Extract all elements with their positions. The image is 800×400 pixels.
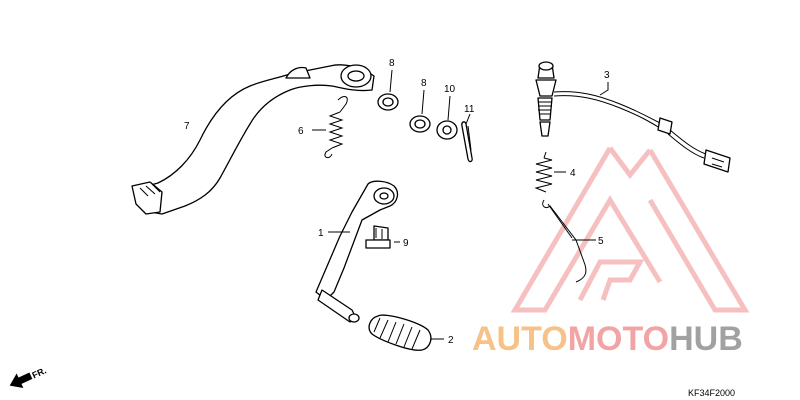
diagram-code: KF34F2000 [688, 388, 735, 398]
change-pedal-arm [315, 180, 399, 323]
seal-upper [377, 93, 399, 111]
brake-pedal-arm [131, 64, 375, 215]
callout-8-lower: 8 [421, 78, 427, 89]
callout-7: 7 [184, 121, 190, 132]
callout-8-upper: 8 [389, 58, 395, 69]
seal-lower [409, 115, 431, 133]
return-spring [324, 96, 348, 159]
watermark-text: AUTOMOTOHUB [472, 320, 743, 358]
watermark-text-hub: HUB [669, 320, 743, 358]
direction-label: FR. [31, 365, 48, 380]
switch-spring [534, 151, 553, 193]
callout-9: 9 [403, 238, 409, 249]
watermark-text-moto: MOTO [568, 320, 669, 358]
callout-10: 10 [444, 84, 456, 95]
washer [436, 120, 458, 140]
callout-1: 1 [318, 228, 324, 239]
callout-6: 6 [298, 126, 304, 137]
callout-3: 3 [604, 70, 610, 81]
callout-11: 11 [464, 104, 475, 115]
callout-4: 4 [570, 168, 576, 179]
callout-2: 2 [448, 335, 454, 346]
svg-text:AUTOMOTOHUB: AUTOMOTOHUB [472, 320, 743, 358]
pedal-rubber [368, 314, 432, 351]
arrow-left-icon [9, 372, 33, 388]
leader-lines [312, 69, 609, 340]
front-direction-arrow: FR. [9, 365, 48, 388]
watermark-text-auto: AUTO [472, 320, 568, 358]
spring-hook [542, 199, 587, 283]
bolt [365, 225, 391, 249]
cotter-pin [461, 121, 473, 163]
callout-5: 5 [598, 236, 604, 247]
watermark-logo [510, 146, 750, 313]
stop-switch [535, 61, 731, 173]
watermark-triangle-icon [510, 146, 750, 313]
